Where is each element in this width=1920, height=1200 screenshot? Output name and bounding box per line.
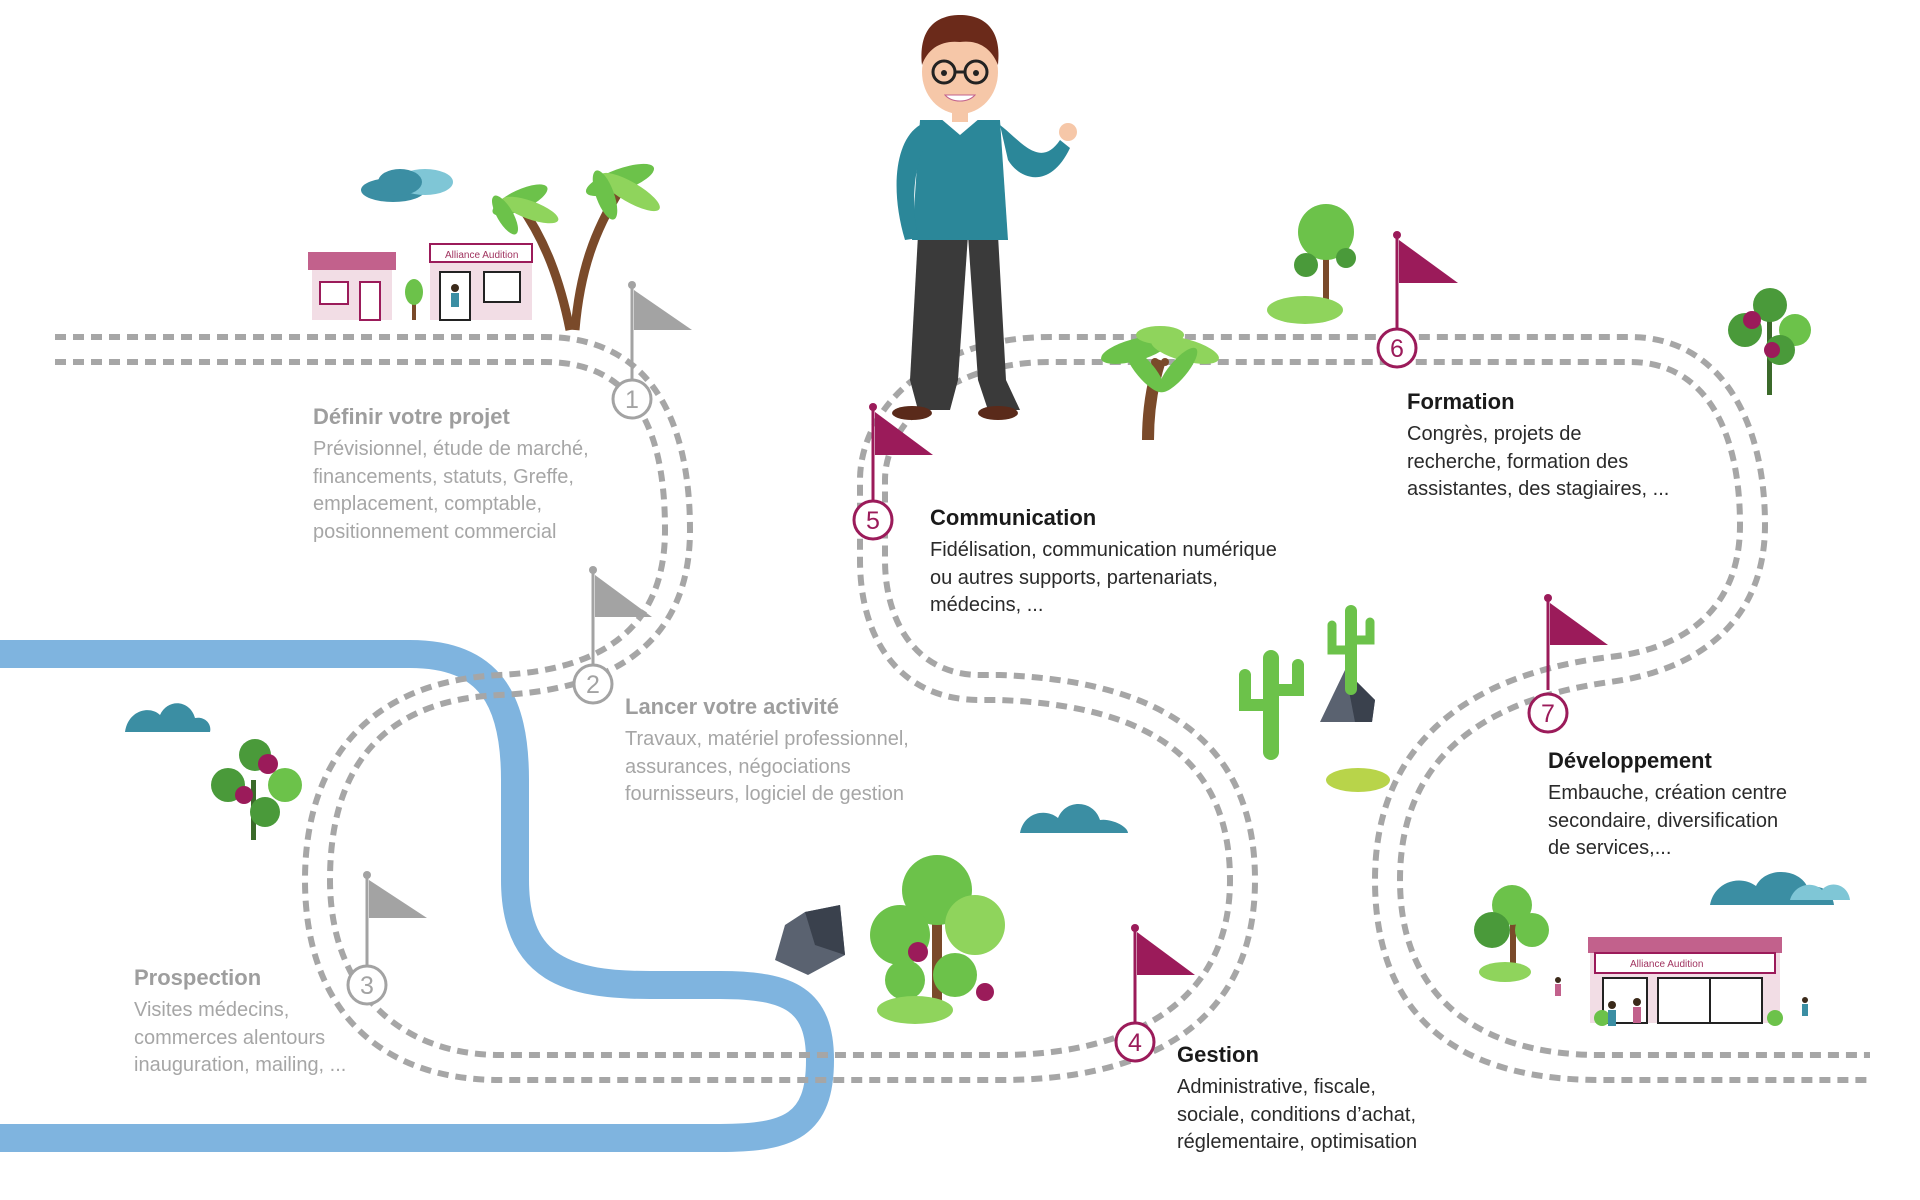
step-5-marker: 5 (852, 499, 894, 541)
step-3-flag-icon (363, 871, 427, 965)
step-2-marker: 2 (572, 663, 614, 705)
step-7-title: Développement (1548, 748, 1712, 773)
description-line: médecins, ... (930, 594, 1044, 616)
description-line: financements, statuts, Greffe, (313, 465, 574, 488)
step-4-number: 4 (1128, 1029, 1142, 1057)
description-line: fournisseurs, logiciel de gestion (625, 783, 905, 805)
river (0, 640, 835, 1152)
person-icon (1555, 977, 1561, 996)
step-5-flag-icon (869, 403, 933, 500)
step-2-description: Travaux, matériel professionnel, assuran… (625, 726, 985, 809)
description-line: Embauche, création centre (1548, 782, 1788, 804)
description-line: Congrès, projets de (1407, 423, 1582, 445)
step-6-flag-icon (1393, 231, 1458, 330)
step-2-title: Lancer votre activité (625, 694, 839, 719)
description-line: assistantes, des stagiaires, ... (1407, 478, 1670, 500)
description-line: secondaire, diversification (1548, 809, 1779, 832)
step-1-description: Prévisionnel, étude de marché, financeme… (313, 436, 653, 546)
step-5-title: Communication (930, 505, 1097, 530)
person-icon (1633, 998, 1641, 1023)
road-outer-lane (55, 334, 1870, 1058)
description-line: de services,... (1548, 837, 1672, 859)
step-1-block: Définir votre projet Prévisionnel, étude… (313, 402, 653, 546)
person-icon (1802, 997, 1808, 1016)
step-6-title: Formation (1407, 389, 1515, 414)
step-4-flag-icon (1131, 924, 1195, 1025)
step-4-marker: 4 (1114, 1021, 1156, 1063)
cloud-icon (1710, 871, 1850, 905)
step-2-flag-icon (589, 566, 652, 665)
step-1-marker: 1 (611, 378, 653, 420)
description-line: sociale, conditions d’achat, (1177, 1103, 1417, 1126)
tree-icon (870, 855, 1005, 1024)
description-line: assurances, négociations (625, 755, 851, 778)
description-line: Fidélisation, communication numérique (930, 539, 1277, 561)
tree-icon (1267, 204, 1356, 324)
palm-tree-icon (1101, 326, 1219, 441)
step-7-description: Embauche, création centre secondaire, di… (1548, 780, 1868, 863)
shop-icon: Alliance Audition (429, 243, 533, 321)
tree-icon (1728, 288, 1811, 395)
step-7-number: 7 (1541, 700, 1555, 728)
rock-icon (775, 905, 845, 975)
step-6-description: Congrès, projets de recherche, formation… (1407, 421, 1727, 504)
person-icon (1608, 1001, 1616, 1026)
step-1-title: Définir votre projet (313, 404, 510, 429)
step-5-description: Fidélisation, communication numérique ou… (930, 537, 1350, 620)
shop-sign-text: Alliance Audition (445, 250, 518, 261)
cactus-icon (1327, 605, 1375, 695)
step-7-block: Développement Embauche, création centre … (1548, 746, 1868, 863)
house-icon (308, 252, 396, 321)
tree-icon (405, 279, 423, 320)
step-4-block: Gestion Administrative, fiscale, sociale… (1177, 1040, 1497, 1157)
step-2-block: Lancer votre activité Travaux, matériel … (625, 692, 985, 809)
description-line: positionnement commercial (313, 520, 557, 543)
cloud-icon (125, 703, 211, 732)
shop-icon: Alliance Audition (1588, 937, 1783, 1026)
description-line: Visites médecins, (134, 999, 290, 1021)
description-line: recherche, formation des (1407, 450, 1629, 473)
step-3-marker: 3 (346, 964, 388, 1006)
palm-tree-icon (492, 163, 660, 331)
step-1-flag-icon (628, 281, 692, 380)
step-7-flag-icon (1544, 594, 1608, 690)
step-4-title: Gestion (1177, 1042, 1259, 1067)
cactus-icon (1239, 650, 1304, 760)
description-line: ou autres supports, partenariats, (930, 566, 1218, 589)
step-7-marker: 7 (1527, 692, 1569, 734)
step-6-block: Formation Congrès, projets de recherche,… (1407, 387, 1727, 504)
description-line: inauguration, mailing, ... (134, 1054, 347, 1076)
step-5-number: 5 (866, 507, 880, 535)
tree-icon (1474, 885, 1549, 982)
step-2-number: 2 (586, 671, 600, 699)
step-6-marker: 6 (1376, 327, 1418, 369)
step-6-number: 6 (1390, 335, 1404, 363)
tree-icon (211, 739, 302, 840)
step-3-title: Prospection (134, 965, 262, 990)
description-line: emplacement, comptable, (313, 493, 543, 515)
bush-icon (1326, 768, 1390, 792)
shop-sign-text: Alliance Audition (1630, 959, 1703, 970)
cloud-icon (1020, 803, 1128, 833)
guide-character (892, 15, 1077, 420)
cloud-icon (361, 169, 453, 202)
step-3-block: Prospection Visites médecins, commerces … (134, 963, 434, 1080)
description-line: Travaux, matériel professionnel, (625, 728, 909, 750)
step-3-number: 3 (360, 972, 374, 1000)
description-line: Administrative, fiscale, (1177, 1076, 1376, 1098)
step-5-block: Communication Fidélisation, communicatio… (930, 503, 1350, 620)
step-4-description: Administrative, fiscale, sociale, condit… (1177, 1074, 1497, 1157)
step-3-description: Visites médecins, commerces alentours in… (134, 997, 434, 1080)
description-line: réglementaire, optimisation (1177, 1131, 1418, 1153)
description-line: commerces alentours (134, 1026, 326, 1049)
step-1-number: 1 (625, 386, 639, 414)
description-line: Prévisionnel, étude de marché, (313, 438, 589, 460)
